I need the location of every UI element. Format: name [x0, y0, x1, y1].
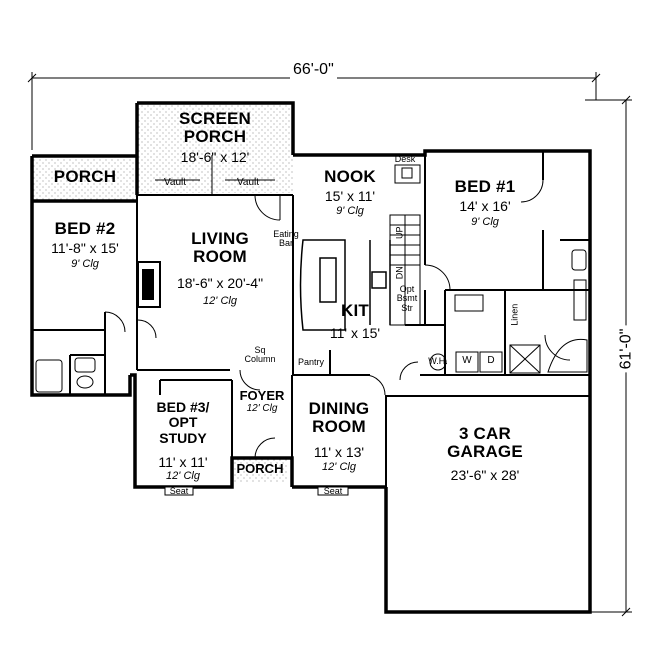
living-room-ceiling: 12' Clg [203, 295, 237, 307]
bed1-ceiling: 9' Clg [471, 216, 499, 228]
front-porch-name: PORCH [236, 461, 284, 476]
seats [164, 486, 349, 496]
bed2-size: 11'-8" x 15' [51, 240, 119, 256]
nook-name: NOOK [324, 167, 376, 186]
living-room-size: 18'-6" x 20'-4" [176, 275, 264, 291]
bed1-size: 14' x 16' [459, 198, 511, 214]
bed2-ceiling: 9' Clg [71, 258, 99, 270]
bsmt-stair-label: Opt Bsmt Str [396, 284, 418, 313]
nook-ceiling: 9' Clg [336, 205, 364, 217]
screen-porch-name: SCREEN PORCH [178, 109, 252, 146]
foyer-name: FOYER [239, 388, 285, 403]
vault-lines [155, 155, 275, 195]
stairs-up-label: UP [394, 226, 405, 239]
bed2-name: BED #2 [54, 219, 116, 238]
garage-name: 3 CAR GARAGE [447, 424, 523, 461]
dining-room-size: 11' x 13' [313, 444, 365, 460]
nook-desk [394, 164, 421, 184]
garage-size: 23'-6" x 28' [450, 467, 520, 483]
nook-desk-label: Desk [394, 154, 416, 164]
stairs [389, 214, 421, 326]
kitchen-size: 11' x 15' [329, 325, 381, 341]
living-room-name: LIVING ROOM [191, 229, 249, 266]
exterior-walls [30, 101, 592, 614]
bed3-size: 11' x 11' [158, 454, 208, 470]
water-heater-label: W.H. [428, 356, 448, 366]
bath-fixtures [35, 249, 588, 393]
overall-width-dimension [27, 72, 601, 150]
dining-room-name: DINING ROOM [308, 399, 370, 436]
porch-left-name: PORCH [53, 167, 117, 186]
screen-porch-vault-left: Vault [163, 177, 187, 188]
foyer-ceiling: 12' Clg [246, 403, 278, 414]
bed1-name: BED #1 [454, 177, 516, 196]
overall-width-label: 66'-0" [290, 61, 337, 79]
dining-room-ceiling: 12' Clg [322, 461, 356, 473]
dryer-label: D [487, 355, 495, 366]
screen-porch-vault-right: Vault [236, 177, 260, 188]
door-swings [104, 179, 571, 459]
pantry-label: Pantry [297, 357, 324, 367]
dining-seat-label: Seat [323, 486, 343, 496]
laundry-appliances [429, 351, 503, 373]
washer-label: W [462, 355, 472, 366]
overall-depth-label: 61'-0" [617, 325, 636, 373]
eating-bar-label: Eating Bar [273, 229, 299, 249]
sq-column-label: Sq Column [244, 345, 276, 365]
nook-size: 15' x 11' [324, 188, 376, 204]
linen-label: Linen [509, 303, 520, 326]
porch-stipple [32, 103, 293, 483]
stairs-dn-label: DN [394, 266, 405, 280]
screen-porch-size: 18'-6" x 12' [180, 149, 250, 165]
fireplace [137, 261, 161, 308]
bed3-seat-label: Seat [169, 486, 189, 496]
kitchen-name: KIT [341, 301, 369, 320]
bed3-name: BED #3/ OPT STUDY [156, 399, 210, 446]
bed3-ceiling: 12' Clg [166, 470, 200, 482]
